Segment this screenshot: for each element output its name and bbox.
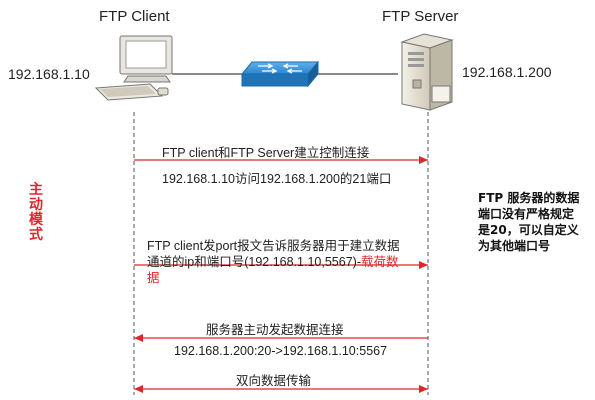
note-line: 是20，可以自定义 (478, 223, 579, 237)
mode-char: 主 (29, 182, 43, 198)
server-connect-detail: 192.168.1.200:20->192.168.1.10:5567 (174, 344, 388, 358)
mode-char: 动 (29, 197, 43, 213)
client-ip: 192.168.1.10 (8, 66, 90, 82)
mode-char: 模 (29, 212, 43, 228)
server-title: FTP Server (382, 8, 459, 25)
port-message-line1: FTP client发port报文告诉服务器用于建立数据 (147, 239, 400, 253)
server-connect-label: 服务器主动发起数据连接 (206, 323, 344, 337)
port-message-line2: 通道的ip和端口号(192.168.1.10,5567)-载荷数 (147, 251, 399, 270)
payload-label-continued: 据 (147, 271, 160, 285)
client-computer-icon (94, 35, 173, 101)
client-title: FTP Client (99, 8, 170, 25)
payload-label: 载荷数 (360, 255, 399, 269)
note-line: 端口没有严格规定 (478, 207, 575, 221)
network-switch-icon (240, 60, 320, 88)
server-tower-icon (400, 33, 454, 111)
server-port-note: FTP 服务器的数据 端口没有严格规定 是20，可以自定义 为其他端口号 (478, 190, 593, 254)
control-connection-detail: 192.168.1.10访问192.168.1.200的21端口 (162, 172, 392, 186)
control-connection-label: FTP client和FTP Server建立控制连接 (162, 146, 370, 160)
active-mode-label: 主 动 模 式 (26, 183, 46, 243)
server-ip: 192.168.1.200 (462, 64, 552, 80)
bidirectional-label: 双向数据传输 (236, 374, 312, 388)
port-message-line2-text: 通道的ip和端口号(192.168.1.10,5567)- (147, 255, 361, 269)
note-line: FTP 服务器的数据 (478, 191, 580, 205)
mode-char: 式 (29, 227, 43, 243)
note-line: 为其他端口号 (478, 239, 551, 253)
